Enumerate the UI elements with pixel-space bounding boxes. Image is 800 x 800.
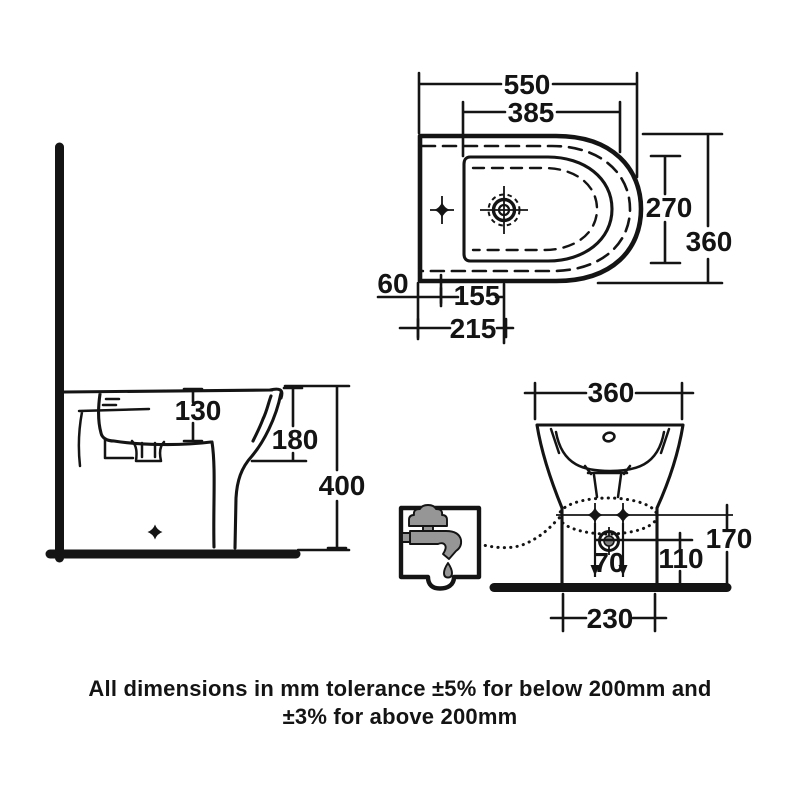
water-drip-icon xyxy=(443,562,453,579)
plan-rim-hidden-edge xyxy=(420,144,632,273)
tap-box-border xyxy=(398,505,482,591)
plan-bowl-outline xyxy=(462,155,614,263)
dim-label-60: 60 xyxy=(377,268,408,299)
detail-leader-dotted-line xyxy=(477,518,559,550)
dim-tap-hole-offset-60: 60 xyxy=(376,268,443,341)
dim-label-155: 155 xyxy=(454,280,501,311)
overflow-hole xyxy=(602,431,616,443)
tap-detail-box xyxy=(398,504,482,591)
plan-bowl-hidden-edge xyxy=(471,166,599,252)
dim-label-230: 230 xyxy=(587,603,634,634)
dim-front-width-360: 360 xyxy=(523,377,695,421)
tolerance-caption: All dimensions in mm tolerance ±5% for b… xyxy=(88,676,711,729)
caption-line-1: All dimensions in mm tolerance ±5% for b… xyxy=(88,676,711,701)
caption-line-2: ±3% for above 200mm xyxy=(283,704,518,729)
plan-outline xyxy=(417,133,644,284)
dim-overall-width-360: 360 xyxy=(596,132,733,285)
tap-and-drain-sketch xyxy=(77,397,166,468)
front-rim-sketch xyxy=(549,427,671,499)
dim-label-180: 180 xyxy=(272,424,319,455)
dim-label-110: 110 xyxy=(658,543,703,574)
dim-label-270: 270 xyxy=(646,192,693,223)
dim-label-360-plan: 360 xyxy=(686,226,733,257)
dim-label-215: 215 xyxy=(450,313,497,344)
detail-bubble-ellipse xyxy=(557,496,659,536)
dim-hole-spacing-155: 155 xyxy=(439,273,506,345)
dim-overall-height-400: 400 xyxy=(283,384,366,552)
dim-bowl-depth-130: 130 xyxy=(175,387,222,443)
dim-tap-hole-height-170: 170 xyxy=(706,503,753,585)
faucet-icon xyxy=(401,504,463,579)
dim-bowl-length-385: 385 xyxy=(461,97,622,158)
dim-label-170: 170 xyxy=(706,523,753,554)
dim-label-130: 130 xyxy=(175,395,222,426)
side-view: 130 180 400 xyxy=(45,142,366,563)
dim-overall-length-550: 550 xyxy=(417,69,639,179)
dim-label-360-front: 360 xyxy=(588,377,635,408)
front-view: 70 110 170 230 360 xyxy=(398,377,753,634)
dim-label-550: 550 xyxy=(504,69,551,100)
tap-hole-cross-target-icon xyxy=(430,196,454,224)
dim-rim-to-skirt-180: 180 xyxy=(250,386,319,463)
dim-label-70: 70 xyxy=(593,547,624,578)
mixer-hole-circle-target-icon xyxy=(480,186,528,234)
dim-waste-height-110: 110 xyxy=(594,531,704,585)
top-view: 550 385 270 360 60 155 215 xyxy=(376,69,733,345)
bidet-side-profile xyxy=(62,387,284,550)
dim-mixer-hole-offset-215: 215 xyxy=(398,313,515,344)
bidet-front-outline xyxy=(535,423,685,585)
dim-label-385: 385 xyxy=(508,97,555,128)
dim-bowl-width-270: 270 xyxy=(646,154,693,265)
dim-label-400: 400 xyxy=(319,470,366,501)
floor-diamond-icon xyxy=(147,524,163,540)
dim-tap-hole-spacing-70: 70 xyxy=(590,523,628,578)
dim-base-width-230: 230 xyxy=(549,592,668,634)
